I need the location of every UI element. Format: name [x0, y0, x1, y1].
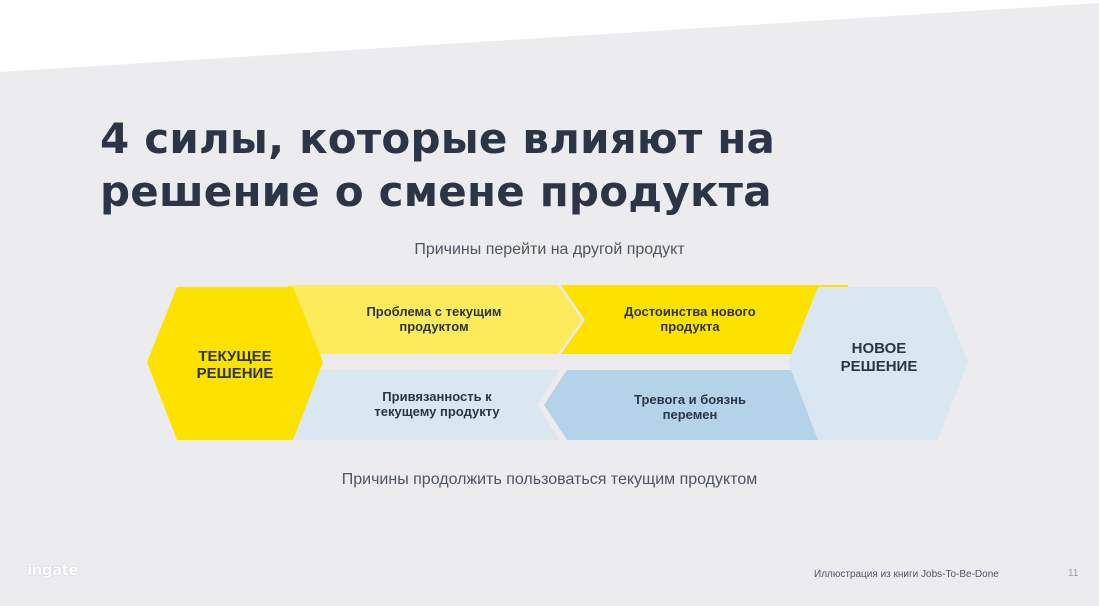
- caption-reasons-to-stay: Причины продолжить пользоваться текущим …: [341, 471, 758, 488]
- ingate-logo: ingate: [27, 561, 79, 579]
- push-label-line-1: Проблема с текущим: [366, 304, 501, 319]
- push-arrow: [288, 285, 582, 354]
- habit-arrow: [295, 370, 560, 440]
- slide-title-line-2: решение о смене продукта: [100, 167, 772, 216]
- caption-reasons-to-switch: Причины перейти на другой продукт: [414, 241, 685, 258]
- new-solution-label-line-1: НОВОЕ: [852, 340, 907, 357]
- habit-label-line-2: текущему продукту: [374, 404, 500, 419]
- current-solution-label-line-2: РЕШЕНИЕ: [197, 365, 274, 382]
- footer-source-note: Иллюстрация из книги Jobs-To-Be-Done: [814, 569, 999, 580]
- slide-title-line-1: 4 силы, которые влияют на: [100, 114, 776, 163]
- push-label-line-2: продуктом: [399, 319, 468, 334]
- new-solution-label-line-2: РЕШЕНИЕ: [841, 358, 918, 375]
- current-solution-hexagon: [147, 287, 323, 440]
- habit-label-line-1: Привязанность к: [382, 389, 492, 404]
- anxiety-arrow: [544, 370, 828, 440]
- slide-title: 4 силы, которые влияют на решение о смен…: [100, 112, 900, 218]
- current-solution-label-line-1: ТЕКУЩЕЕ: [198, 348, 271, 365]
- pull-label-line-2: продукта: [660, 319, 720, 334]
- anxiety-label-line-2: перемен: [663, 407, 718, 422]
- page-number: 11: [1068, 568, 1079, 579]
- top-wedge-decoration: [0, 0, 1099, 72]
- anxiety-label-line-1: Тревога и боязнь: [634, 392, 746, 407]
- pull-label-line-1: Достоинства нового: [624, 304, 755, 319]
- new-solution-hexagon: [788, 287, 968, 440]
- pull-arrow: [561, 285, 848, 354]
